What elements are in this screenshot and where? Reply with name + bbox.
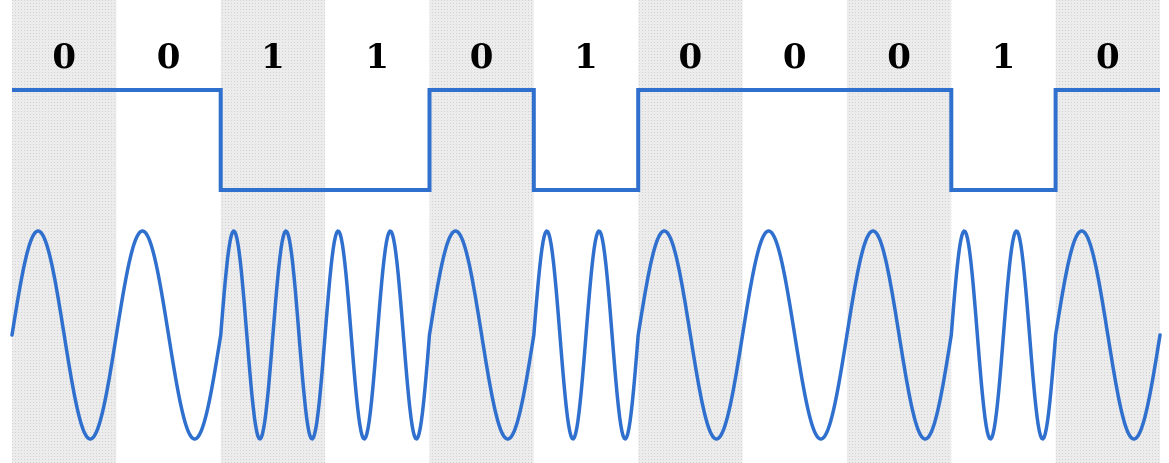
bit-period-shade (638, 0, 743, 463)
digital-signal-waveform (12, 88, 1160, 192)
bit-period-shade (429, 0, 534, 463)
bit-period-shading (12, 0, 1160, 463)
bit-period-shade (12, 0, 117, 463)
bit-period-shade (1055, 0, 1160, 463)
bit-period-shade (846, 0, 952, 463)
bit-label: 1 (992, 37, 1016, 77)
bit-label: 1 (574, 37, 598, 77)
bit-label: 0 (1096, 37, 1120, 77)
bit-label: 0 (783, 37, 807, 77)
bit-label: 1 (261, 37, 285, 77)
bit-label: 0 (157, 37, 181, 77)
bit-label: 0 (52, 37, 76, 77)
bit-period-shade (220, 0, 326, 463)
fsk-modulated-waveform (10, 229, 1162, 441)
bit-labels: 0 0 1 1 0 1 0 0 0 1 0 (52, 37, 1119, 77)
bit-label: 0 (470, 37, 494, 77)
bit-label: 0 (887, 37, 911, 77)
bit-label: 0 (679, 37, 703, 77)
bit-label: 1 (365, 37, 389, 77)
